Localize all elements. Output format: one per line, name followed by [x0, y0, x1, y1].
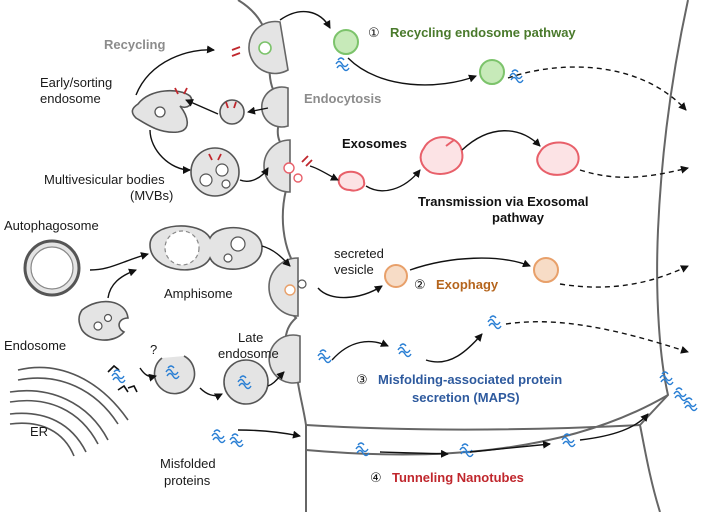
- autophagosome-label: Autophagosome: [4, 218, 99, 233]
- late-endosome: [223, 359, 269, 405]
- exosome-3: [536, 141, 580, 176]
- recycle-vesicle-small: [219, 99, 245, 125]
- transmission-label-2: pathway: [492, 210, 545, 225]
- pathway-3-number: ③: [356, 372, 368, 387]
- pathway-4-title: Tunneling Nanotubes: [392, 470, 524, 485]
- endosome-label: Endosome: [4, 338, 66, 353]
- recycling-vesicle-2: [479, 59, 505, 85]
- exosomes-label: Exosomes: [342, 136, 407, 151]
- pathway-3-title-2: secretion (MAPS): [412, 390, 520, 405]
- receptor-marks: [174, 46, 313, 167]
- recycling-label: Recycling: [104, 37, 165, 52]
- amphisome-label: Amphisome: [164, 286, 233, 301]
- multivesicular-body: [190, 147, 240, 197]
- transmission-label-1: Transmission via Exosomal: [418, 194, 589, 209]
- misfolded-label-1: Misfolded: [160, 456, 216, 471]
- question-mark: ?: [150, 342, 157, 357]
- pathway-1-title: Recycling endosome pathway: [390, 25, 576, 40]
- recycling-vesicle-1: [333, 29, 359, 55]
- misfolded-label-2: proteins: [164, 473, 211, 488]
- mvb-label-2: (MVBs): [130, 188, 173, 203]
- endocytosis-label: Endocytosis: [304, 91, 381, 106]
- early-sorting-label-2: endosome: [40, 91, 101, 106]
- er-label: ER: [30, 424, 48, 439]
- membrane-buds: [248, 20, 301, 384]
- pathway-4-number: ④: [370, 470, 382, 485]
- secreted-vesicle-label-1: secreted: [334, 246, 384, 261]
- pathway-2-number: ②: [414, 277, 426, 292]
- secreted-vesicle-label-2: vesicle: [334, 262, 374, 277]
- early-sorting-label-1: Early/sorting: [40, 75, 112, 90]
- pathway-3-title-1: Misfolding-associated protein: [378, 372, 562, 387]
- late-endosome-label-1: Late: [238, 330, 263, 345]
- exophagy-vesicle-1: [384, 264, 408, 288]
- pathway-1-number: ①: [368, 25, 380, 40]
- late-endosome-label-2: endosome: [218, 346, 279, 361]
- exosome-1: [337, 170, 366, 192]
- exosome-2: [419, 136, 464, 175]
- pathway-2-title: Exophagy: [436, 277, 499, 292]
- mvb-label-1: Multivesicular bodies: [44, 172, 165, 187]
- endosome-left: [78, 300, 129, 341]
- endoplasmic-reticulum: [9, 366, 129, 457]
- exophagy-vesicle-2: [533, 257, 559, 283]
- right-cell-membrane: [638, 0, 689, 512]
